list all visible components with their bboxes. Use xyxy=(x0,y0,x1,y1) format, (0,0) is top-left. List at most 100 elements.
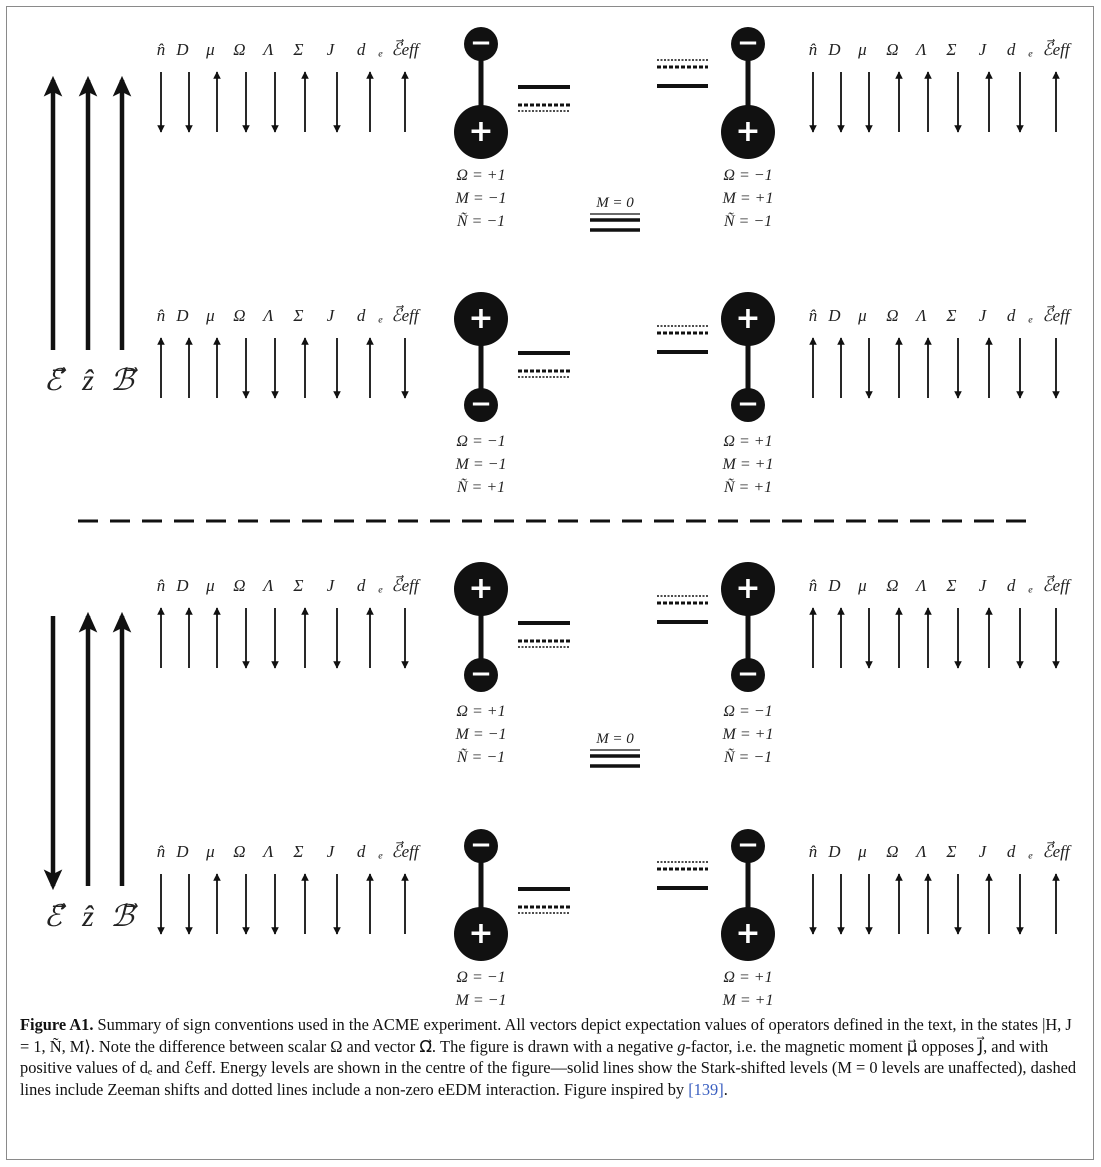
vector-label: n̂ xyxy=(157,842,166,861)
caption-text-3: . xyxy=(723,1079,728,1099)
charge-sign: + xyxy=(468,301,493,336)
charge-sign: + xyxy=(735,571,760,606)
positive-charge xyxy=(721,907,775,961)
negative-charge xyxy=(464,658,498,692)
charge-sign: + xyxy=(468,916,493,951)
vector-label: n̂ xyxy=(157,306,166,325)
vector-label: D⃗ xyxy=(175,40,202,59)
electric-field-label: ℰ⃗ xyxy=(44,900,67,933)
charge-sign: + xyxy=(735,916,760,951)
positive-charge xyxy=(454,907,508,961)
vector-label: D⃗ xyxy=(827,576,854,595)
vector-label: Σ⃗ xyxy=(945,842,969,861)
positive-charge xyxy=(454,562,508,616)
vector-label: μ⃗ xyxy=(857,842,880,861)
vector-label: μ⃗ xyxy=(205,842,228,861)
vector-label: J⃗ xyxy=(979,842,1000,861)
vector-label: d⃗ₑ xyxy=(357,306,383,325)
charge-sign: − xyxy=(470,659,492,689)
vector-label: J⃗ xyxy=(979,40,1000,59)
vector-label: ℰ⃗eff xyxy=(391,39,421,59)
vector-label: n̂ xyxy=(809,842,818,861)
vector-label: Ω⃗ xyxy=(886,842,912,861)
vector-label: D⃗ xyxy=(827,842,854,861)
quantum-number: M = +1 xyxy=(722,992,774,1009)
caption-text-1: Summary of sign conventions used in the … xyxy=(20,1015,1072,1056)
quantum-number: Ω = −1 xyxy=(723,703,772,720)
vector-label: D⃗ xyxy=(827,306,854,325)
vector-label: n̂ xyxy=(809,306,818,325)
quantum-number: Ñ = +1 xyxy=(456,477,505,496)
charge-sign: − xyxy=(737,659,759,689)
negative-charge xyxy=(731,388,765,422)
quantum-number: M = −1 xyxy=(455,456,507,473)
quantum-number: M = −1 xyxy=(455,726,507,743)
vector-label: μ⃗ xyxy=(857,306,880,325)
m-zero-label: M = 0 xyxy=(595,731,634,747)
positive-charge xyxy=(454,105,508,159)
vector-label: J⃗ xyxy=(979,306,1000,325)
vector-label: d⃗ₑ xyxy=(357,576,383,595)
vector-label: Ω⃗ xyxy=(233,306,259,325)
vector-label: d⃗ₑ xyxy=(1007,576,1033,595)
vector-label: J⃗ xyxy=(327,842,348,861)
negative-charge xyxy=(731,658,765,692)
m-zero-label: M = 0 xyxy=(595,195,634,211)
vector-label: D⃗ xyxy=(175,306,202,325)
vector-label: Λ⃗ xyxy=(261,576,287,595)
vector-label: J⃗ xyxy=(979,576,1000,595)
charge-sign: + xyxy=(735,301,760,336)
vector-label: Λ⃗ xyxy=(261,842,287,861)
z-axis-label: ẑ xyxy=(81,900,94,933)
vector-label: ℰ⃗eff xyxy=(391,841,421,861)
charge-sign: − xyxy=(737,830,759,860)
quantum-number: Ω = −1 xyxy=(723,167,772,184)
vector-label: Σ⃗ xyxy=(292,306,316,325)
vector-label: n̂ xyxy=(157,576,166,595)
vector-label: μ⃗ xyxy=(205,40,228,59)
quantum-number: Ñ = −1 xyxy=(456,211,505,230)
vector-label: J⃗ xyxy=(327,306,348,325)
caption-g: g xyxy=(677,1036,686,1056)
vector-label: Λ⃗ xyxy=(914,842,940,861)
vector-label: n̂ xyxy=(157,40,166,59)
vector-label: Ω⃗ xyxy=(886,306,912,325)
quantum-number: Ω = +1 xyxy=(723,969,772,986)
quantum-number: Ω = +1 xyxy=(723,433,772,450)
vector-label: D⃗ xyxy=(175,842,202,861)
caption-label: Figure A1. xyxy=(20,1015,94,1034)
quantum-number: Ω = −1 xyxy=(456,433,505,450)
caption-reference-link[interactable]: [139] xyxy=(688,1079,724,1099)
caption-text-2: -factor, i.e. the magnetic moment μ⃗ opp… xyxy=(20,1036,1077,1099)
quantum-number: M = +1 xyxy=(722,456,774,473)
vector-label: Λ⃗ xyxy=(261,40,287,59)
charge-sign: − xyxy=(470,389,492,419)
quantum-number: Ñ = −1 xyxy=(723,747,772,766)
vector-label: d⃗ₑ xyxy=(1007,842,1033,861)
quantum-number: M = +1 xyxy=(722,190,774,207)
vector-label: J⃗ xyxy=(327,40,348,59)
vector-label: Ω⃗ xyxy=(233,842,259,861)
vector-label: ℰ⃗eff xyxy=(1042,841,1072,861)
quantum-number: M = +1 xyxy=(722,726,774,743)
vector-label: ℰ⃗eff xyxy=(1042,575,1072,595)
negative-charge xyxy=(464,27,498,61)
charge-sign: − xyxy=(470,830,492,860)
vector-label: d⃗ₑ xyxy=(357,40,383,59)
negative-charge xyxy=(464,388,498,422)
magnetic-field-label: ℬ⃗ xyxy=(110,364,139,397)
vector-label: n̂ xyxy=(809,40,818,59)
vector-label: Ω⃗ xyxy=(233,576,259,595)
vector-label: Ω⃗ xyxy=(886,576,912,595)
vector-label: d⃗ₑ xyxy=(357,842,383,861)
figure-frame xyxy=(6,6,1094,1160)
vector-label: Σ⃗ xyxy=(945,576,969,595)
vector-label: d⃗ₑ xyxy=(1007,306,1033,325)
quantum-number: Ω = +1 xyxy=(456,167,505,184)
vector-label: Σ⃗ xyxy=(945,40,969,59)
vector-label: Λ⃗ xyxy=(914,40,940,59)
vector-label: Σ⃗ xyxy=(292,576,316,595)
negative-charge xyxy=(731,27,765,61)
z-axis-label: ẑ xyxy=(81,364,94,397)
